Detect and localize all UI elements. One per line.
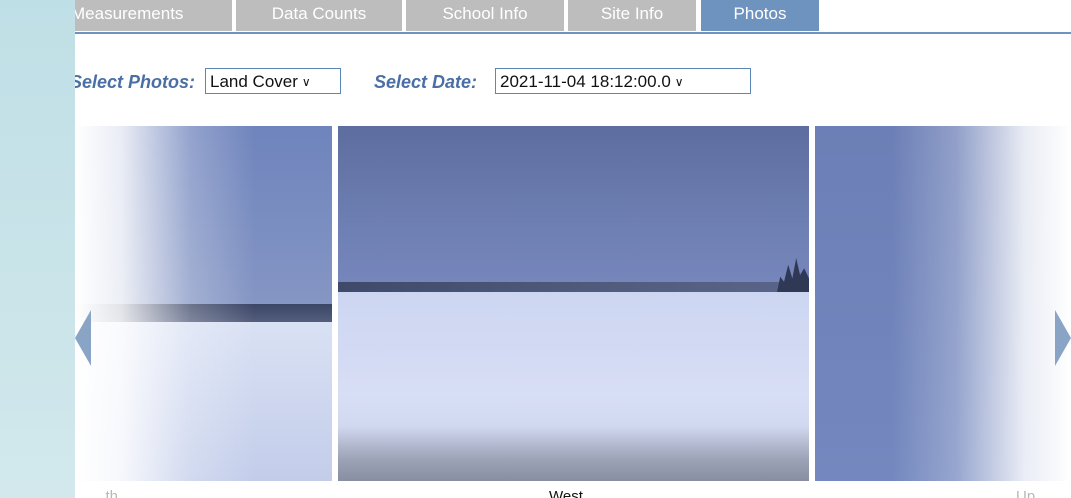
photo-caption-next: Up... <box>1016 488 1048 498</box>
photo-fade <box>815 126 1071 481</box>
tab-photos[interactable]: Photos <box>701 0 819 31</box>
date-value: 2021-11-04 18:12:00.0 <box>500 72 671 91</box>
photo-caption-current: West <box>549 488 583 498</box>
chevron-down-icon: ∨ <box>301 75 311 89</box>
tab-data-counts[interactable]: Data Counts <box>236 0 402 31</box>
date-select[interactable]: 2021-11-04 18:12:00.0∨ <box>495 68 751 94</box>
chevron-down-icon: ∨ <box>674 75 684 89</box>
photo-fade <box>75 126 332 481</box>
select-date-label: Select Date: <box>374 72 478 92</box>
photo-type-select[interactable]: Land Cover∨ <box>205 68 341 94</box>
photo-current[interactable] <box>338 126 809 481</box>
photo-brush <box>338 426 809 481</box>
photo-type-value: Land Cover <box>210 72 298 91</box>
select-photos-label: Select Photos: <box>75 72 196 92</box>
tab-school-info[interactable]: School Info <box>406 0 564 31</box>
tab-bar: Measurements Data Counts School Info Sit… <box>75 0 1071 34</box>
photo-next[interactable] <box>815 126 1071 481</box>
photos-panel: Measurements Data Counts School Info Sit… <box>75 0 1071 498</box>
photo-previous[interactable] <box>75 126 332 481</box>
tab-measurements[interactable]: Measurements <box>75 0 232 31</box>
photo-sky <box>338 126 809 291</box>
photo-caption-previous: ...th <box>93 488 119 498</box>
previous-photo-arrow-icon[interactable] <box>75 310 91 366</box>
next-photo-arrow-icon[interactable] <box>1055 310 1071 366</box>
tab-site-info[interactable]: Site Info <box>568 0 696 31</box>
